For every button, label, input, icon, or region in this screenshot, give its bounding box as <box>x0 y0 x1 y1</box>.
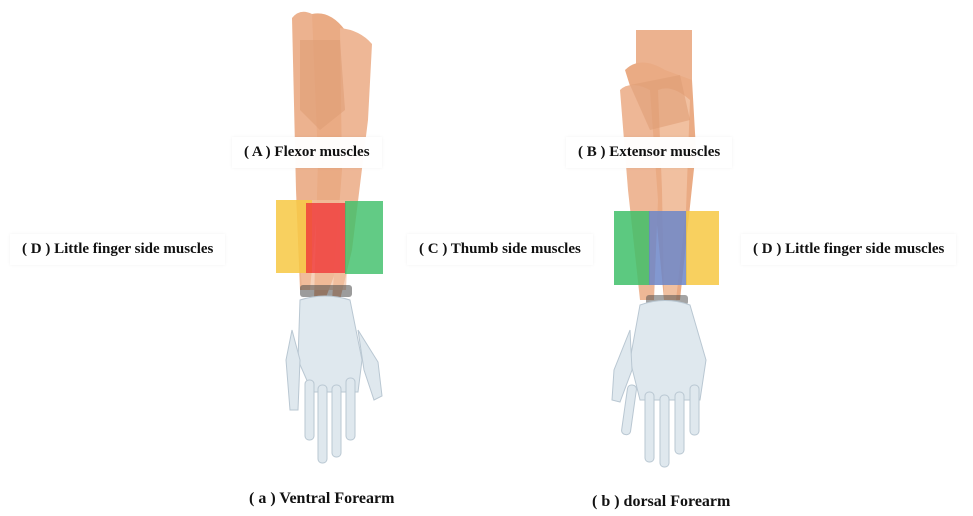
extensor-muscles-label: ( B ) Extensor muscles <box>566 137 732 168</box>
ventral-forearm-caption: ( a ) Ventral Forearm <box>243 486 400 512</box>
little-finger-region-dorsal <box>686 211 719 285</box>
flexor-muscles-label: ( A ) Flexor muscles <box>232 137 382 168</box>
thumb-side-label: ( C ) Thumb side muscles <box>407 234 593 265</box>
little-finger-label-dorsal: ( D ) Little finger side muscles <box>741 234 956 265</box>
ventral-region-overlays <box>276 200 383 274</box>
dorsal-forearm <box>612 30 719 467</box>
dorsal-hand-bones <box>612 301 706 468</box>
thumb-region-dorsal <box>614 211 650 285</box>
ventral-wrist-band <box>300 285 352 297</box>
extensor-region <box>649 211 687 285</box>
dorsal-region-overlays <box>614 211 719 285</box>
dorsal-forearm-caption: ( b ) dorsal Forearm <box>586 489 736 515</box>
flexor-region <box>306 203 346 273</box>
ventral-forearm <box>276 12 383 463</box>
ventral-hand-bones <box>286 296 382 463</box>
little-finger-label-ventral: ( D ) Little finger side muscles <box>10 234 225 265</box>
thumb-region-ventral <box>345 201 383 274</box>
